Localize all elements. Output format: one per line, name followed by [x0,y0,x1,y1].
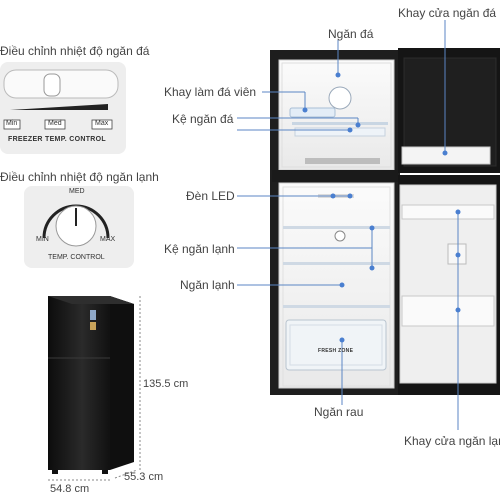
dim-depth: 55.3 cm [124,471,164,483]
label-ngan-da: Ngăn đá [328,27,374,41]
freezer-max-label: Max [95,120,109,127]
label-den-led: Đèn LED [186,189,235,203]
closed-fridge [48,296,134,474]
leader-dots [302,72,461,343]
dim-width: 54.8 cm [50,483,90,495]
label-khay-lam-da: Khay làm đá viên [164,85,257,99]
fridge-max-label: MAX [100,236,116,243]
label-ke-ngan-da: Kệ ngăn đá [172,112,234,126]
freezer-control-panel: Min Med Max FREEZER TEMP. CONTROL [0,62,126,154]
freezer-slider [3,69,119,130]
dimension-lines [48,296,141,481]
label-dieu-chinh-da: Điều chỉnh nhiệt độ ngăn đá [0,44,150,58]
freezer-min-label: Min [6,120,18,127]
label-ke-ngan-lanh: Kệ ngăn lạnh [164,242,235,256]
drawer-brand: FRESH ZONE [318,348,354,354]
freezer-med-label: Med [48,120,62,127]
fridge-control-panel: MED MIN MAX TEMP. CONTROL [24,186,134,268]
freezer-door [398,48,500,173]
label-khay-cua-ngan-lanh: Khay cửa ngăn lạnh [404,434,500,448]
open-fridge [270,50,400,395]
leader-lines [237,20,459,430]
fridge-dial [42,204,110,247]
fridge-caption: TEMP. CONTROL [48,254,105,261]
label-dieu-chinh-lanh: Điều chỉnh nhiệt độ ngăn lạnh [0,170,159,184]
fridge-min-label: MIN [36,236,49,243]
freezer-caption: FREEZER TEMP. CONTROL [8,136,106,143]
label-ngan-rau: Ngăn rau [314,405,364,419]
label-khay-cua-ngan-da: Khay cửa ngăn đá [398,6,497,20]
fridge-door [398,175,500,395]
dim-height: 135.5 cm [143,378,189,390]
fridge-med-label: MED [69,188,85,195]
label-ngan-lanh: Ngăn lạnh [180,278,235,292]
